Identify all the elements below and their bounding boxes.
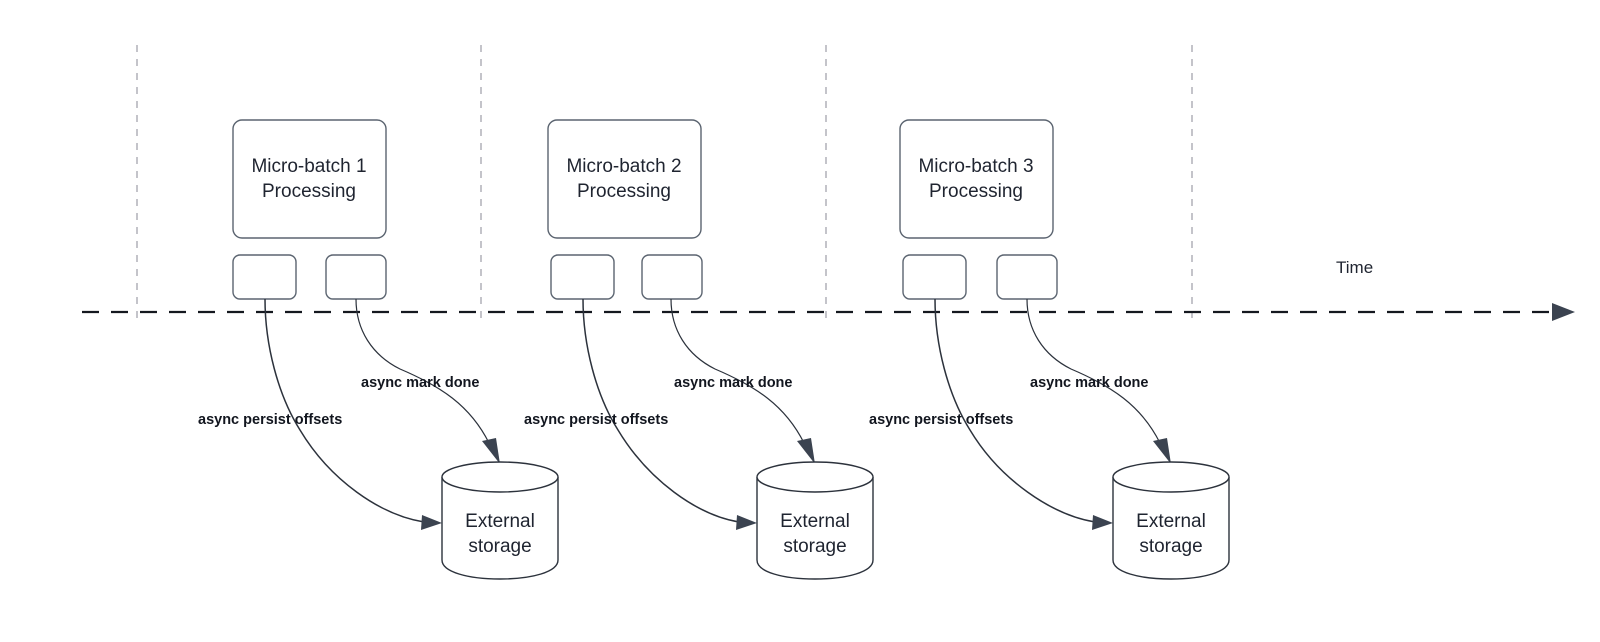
micro-batch-3-label-line2: Processing (929, 181, 1023, 202)
async-mark-done-curve-2 (670, 298, 805, 444)
micro-batch-2-label-line2: Processing (577, 181, 671, 202)
guide-lines (136, 45, 1193, 320)
async-mark-done-label-1: async mark done (361, 375, 479, 391)
external-storage-label-1-line2: storage (468, 536, 531, 557)
timeline-arrow-icon (1552, 303, 1575, 321)
group-2: Micro-batch 2 Processing async persist o… (524, 119, 874, 580)
async-mark-done-label-3: async mark done (1030, 375, 1148, 391)
async-persist-offsets-arrow-3 (1092, 515, 1113, 530)
external-storage-label-1-line1: External (465, 511, 535, 532)
async-persist-offsets-curve-2 (582, 298, 740, 523)
async-persist-offsets-label-1: async persist offsets (198, 412, 342, 428)
external-storage-cylinder-2-body[interactable] (756, 477, 874, 580)
task-box-3a[interactable] (902, 254, 967, 300)
task-box-1a[interactable] (232, 254, 297, 300)
async-mark-done-arrow-3 (1153, 438, 1171, 464)
async-mark-done-arrow-2 (797, 438, 815, 464)
task-box-3b[interactable] (996, 254, 1058, 300)
time-axis: Time (82, 258, 1575, 321)
external-storage-cylinder-2-top (756, 461, 874, 493)
time-axis-label: Time (1336, 258, 1373, 277)
external-storage-label-3-line1: External (1136, 511, 1206, 532)
external-storage-label-3-line2: storage (1139, 536, 1202, 557)
micro-batch-2-label-line1: Micro-batch 2 (566, 156, 681, 177)
async-mark-done-label-2: async mark done (674, 375, 792, 391)
external-storage-label-2-line2: storage (783, 536, 846, 557)
group-3: Micro-batch 3 Processing async persist o… (869, 119, 1230, 580)
external-storage-label-2-line1: External (780, 511, 850, 532)
async-persist-offsets-arrow-2 (736, 515, 757, 530)
task-box-2b[interactable] (641, 254, 703, 300)
external-storage-cylinder-1-body[interactable] (441, 477, 559, 580)
external-storage-cylinder-3-body[interactable] (1112, 477, 1230, 580)
micro-batch-3-box[interactable] (899, 119, 1054, 239)
micro-batch-1-box[interactable] (232, 119, 387, 239)
async-persist-offsets-arrow-1 (421, 515, 442, 530)
async-persist-offsets-label-2: async persist offsets (524, 412, 668, 428)
external-storage-cylinder-1-top (441, 461, 559, 493)
async-mark-done-arrow-1 (482, 438, 500, 464)
async-mark-done-curve-3 (1026, 298, 1161, 444)
async-persist-offsets-label-3: async persist offsets (869, 412, 1013, 428)
async-mark-done-curve-1 (355, 298, 490, 444)
micro-batch-1-label-line1: Micro-batch 1 (251, 156, 366, 177)
task-box-2a[interactable] (550, 254, 615, 300)
async-persist-offsets-curve-1 (264, 298, 425, 523)
task-box-1b[interactable] (325, 254, 387, 300)
group-1: Micro-batch 1 Processing async persist o… (198, 119, 559, 580)
external-storage-cylinder-3-top (1112, 461, 1230, 493)
micro-batch-2-box[interactable] (547, 119, 702, 239)
micro-batch-3-label-line1: Micro-batch 3 (918, 156, 1033, 177)
async-persist-offsets-curve-3 (934, 298, 1096, 523)
micro-batch-1-label-line2: Processing (262, 181, 356, 202)
